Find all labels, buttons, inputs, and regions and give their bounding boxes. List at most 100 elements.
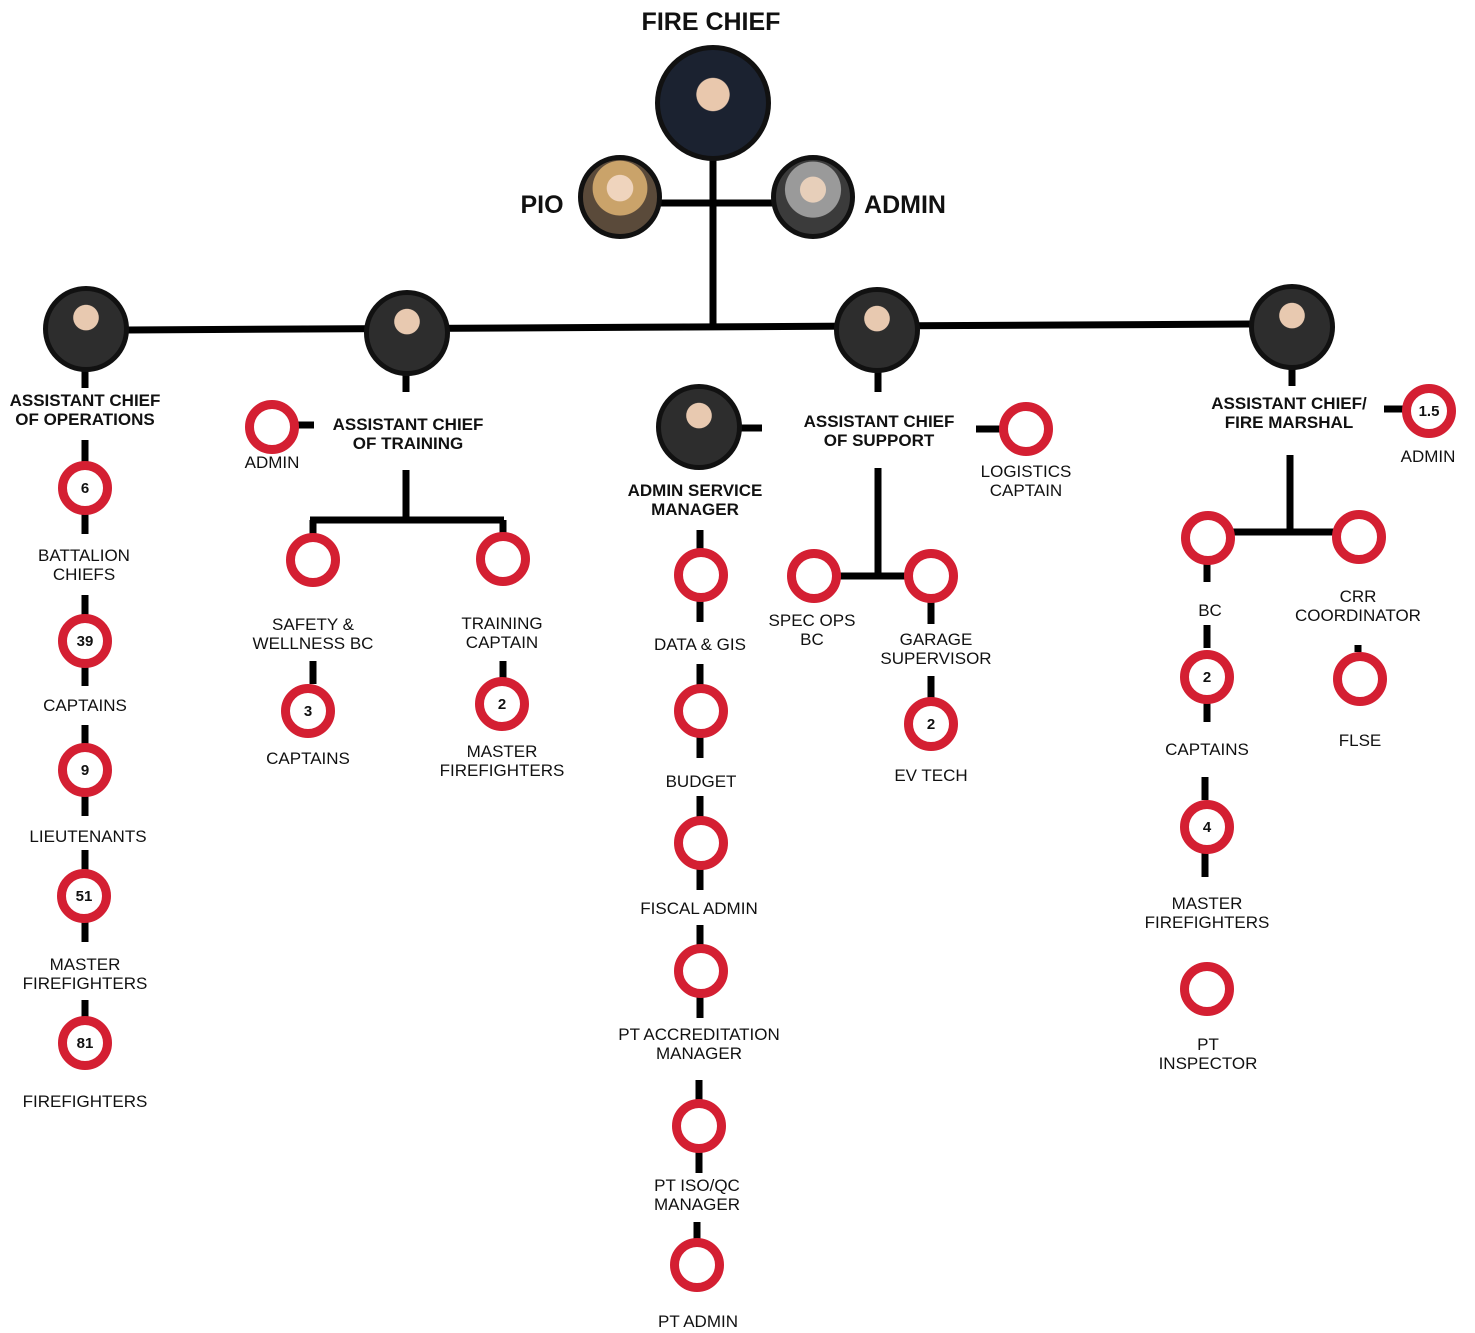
training-title-line1: ASSISTANT CHIEF (332, 415, 484, 434)
pt-inspector-line1: PT (1197, 1035, 1219, 1054)
support-title-line2: OF SUPPORT (823, 431, 935, 450)
battalion-chiefs-line1: BATTALION (38, 546, 130, 565)
marshal-admin-count: 1.5 (1402, 384, 1456, 438)
training-title-line2: OF TRAINING (352, 434, 464, 453)
support-title-line1: ASSISTANT CHIEF (803, 412, 955, 431)
training-captain-line1: TRAINING (461, 614, 543, 633)
fiscal-admin-label: FISCAL ADMIN (640, 899, 758, 918)
pt-accreditation-line1: PT ACCREDITATION (618, 1025, 780, 1044)
training-admin-ring (245, 400, 299, 454)
safety-line1: SAFETY & (272, 615, 354, 634)
data-gis-ring (674, 548, 728, 602)
battalion-chiefs-label: BATTALION CHIEFS (38, 546, 130, 584)
ops-title-line1: ASSISTANT CHIEF (9, 391, 161, 410)
asm-title-line2: MANAGER (651, 500, 739, 519)
training-mff-line2: FIREFIGHTERS (439, 761, 565, 780)
support-chief-photo (834, 287, 920, 373)
spec-ops-label: SPEC OPS BC (769, 611, 856, 649)
training-captains-label: CAPTAINS (266, 749, 350, 768)
training-chief-photo (364, 290, 450, 376)
pt-admin-ring (670, 1238, 724, 1292)
marshal-mff-count: 4 (1180, 800, 1234, 854)
battalion-chiefs-count: 6 (58, 461, 112, 515)
marshal-captains-label: CAPTAINS (1165, 740, 1249, 759)
master-firefighters-count: 51 (57, 869, 111, 923)
pio-label: PIO (520, 191, 564, 219)
spec-ops-line1: SPEC OPS (768, 611, 856, 630)
pt-admin-label: PT ADMIN (658, 1312, 738, 1331)
pt-inspector-ring (1180, 962, 1234, 1016)
flse-ring (1333, 652, 1387, 706)
garage-line2: SUPERVISOR (880, 649, 992, 668)
training-mff-label: MASTER FIREFIGHTERS (440, 742, 565, 780)
safety-line2: WELLNESS BC (252, 634, 374, 653)
firefighters-count: 81 (58, 1016, 112, 1070)
marshal-bc-ring (1181, 511, 1235, 565)
crr-line2: COORDINATOR (1295, 606, 1421, 625)
pt-isoqc-label: PT ISO/QC MANAGER (654, 1176, 740, 1214)
safety-wellness-label: SAFETY & WELLNESS BC (253, 615, 374, 653)
lieutenants-count: 9 (58, 743, 112, 797)
garage-line1: GARAGE (899, 630, 973, 649)
pt-accreditation-ring (674, 944, 728, 998)
pt-isoqc-line1: PT ISO/QC (654, 1176, 740, 1195)
flse-label: FLSE (1338, 731, 1382, 750)
fire-marshal-title: ASSISTANT CHIEF/ FIRE MARSHAL (1211, 394, 1367, 432)
marshal-bc-label: BC (1198, 601, 1222, 620)
ops-chief-title: ASSISTANT CHIEF OF OPERATIONS (10, 391, 161, 429)
training-chief-title: ASSISTANT CHIEF OF TRAINING (333, 415, 484, 453)
admin-service-manager-photo (656, 384, 742, 470)
master-firefighters-line2: FIREFIGHTERS (22, 974, 148, 993)
marshal-mff-line1: MASTER (1171, 894, 1243, 913)
asm-title-line1: ADMIN SERVICE (627, 481, 763, 500)
training-captain-ring (476, 532, 530, 586)
lieutenants-label: LIEUTENANTS (29, 827, 147, 846)
logistics-line2: CAPTAIN (989, 481, 1063, 500)
master-firefighters-line1: MASTER (49, 955, 121, 974)
garage-supervisor-ring (904, 549, 958, 603)
marshal-mff-line2: FIREFIGHTERS (1144, 913, 1270, 932)
marshal-captains-count: 2 (1180, 650, 1234, 704)
logistics-captain-ring (999, 402, 1053, 456)
training-captain-line2: CAPTAIN (465, 633, 539, 652)
logistics-line1: LOGISTICS (980, 462, 1072, 481)
ev-tech-label: EV TECH (894, 766, 968, 785)
training-captains-count: 3 (281, 684, 335, 738)
spec-ops-line2: BC (800, 630, 824, 649)
pt-isoqc-ring (672, 1099, 726, 1153)
training-admin-label: ADMIN (244, 453, 300, 472)
pt-accreditation-label: PT ACCREDITATION MANAGER (618, 1025, 780, 1063)
marshal-mff-label: MASTER FIREFIGHTERS (1145, 894, 1270, 932)
training-captain-label: TRAINING CAPTAIN (461, 614, 542, 652)
data-gis-label: DATA & GIS (654, 635, 746, 654)
support-chief-title: ASSISTANT CHIEF OF SUPPORT (804, 412, 955, 450)
pio-photo (578, 155, 662, 239)
captains-count: 39 (58, 614, 112, 668)
pt-isoqc-line2: MANAGER (654, 1195, 740, 1214)
logistics-captain-label: LOGISTICS CAPTAIN (981, 462, 1072, 500)
crr-coordinator-label: CRR COORDINATOR (1295, 587, 1421, 625)
spec-ops-ring (787, 549, 841, 603)
garage-supervisor-label: GARAGE SUPERVISOR (880, 630, 991, 668)
battalion-chiefs-line2: CHIEFS (52, 565, 116, 584)
chief-admin-photo (771, 155, 855, 239)
crr-coordinator-ring (1332, 510, 1386, 564)
marshal-title-line2: FIRE MARSHAL (1224, 413, 1354, 432)
ev-tech-count: 2 (904, 697, 958, 751)
fire-chief-photo (655, 45, 771, 161)
training-mff-line1: MASTER (466, 742, 538, 761)
captains-label: CAPTAINS (43, 696, 127, 715)
crr-line1: CRR (1339, 587, 1377, 606)
admin-service-manager-title: ADMIN SERVICE MANAGER (628, 481, 763, 519)
ops-chief-photo (43, 286, 129, 372)
pt-inspector-label: PT INSPECTOR (1159, 1035, 1258, 1073)
training-mff-count: 2 (475, 677, 529, 731)
safety-wellness-ring (286, 533, 340, 587)
pt-inspector-line2: INSPECTOR (1158, 1054, 1258, 1073)
budget-ring (674, 684, 728, 738)
fire-chief-title: FIRE CHIEF (641, 8, 781, 36)
chief-admin-label: ADMIN (864, 191, 946, 219)
marshal-title-line1: ASSISTANT CHIEF/ (1211, 394, 1367, 413)
marshal-admin-label: ADMIN (1400, 447, 1456, 466)
